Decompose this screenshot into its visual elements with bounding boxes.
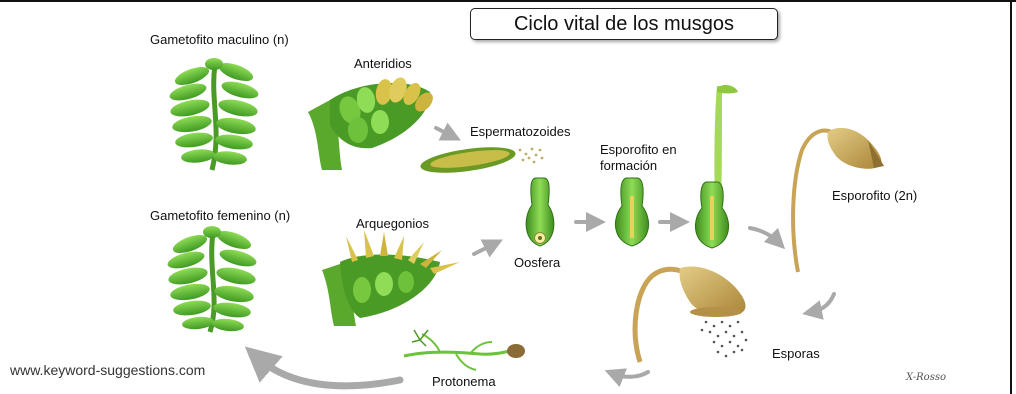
spore-capsule — [635, 266, 747, 362]
sporophyte-forming-2 — [695, 85, 738, 248]
antheridium-with-spermatozoids — [419, 142, 543, 177]
archegonia-illustration — [322, 230, 460, 326]
diagram-title: Ciclo vital de los musgos — [514, 13, 734, 36]
label-spores: Esporas — [772, 346, 820, 361]
label-female-gametophyte: Gametofito femenino (n) — [150, 208, 290, 223]
spores-dots — [701, 321, 748, 358]
female-gametophyte-plant — [166, 226, 258, 333]
diagram-title-box: Ciclo vital de los musgos — [470, 8, 778, 40]
label-sporophyte: Esporofito (2n) — [832, 188, 917, 203]
male-gametophyte-plant — [168, 58, 260, 170]
protonema-illustration — [404, 330, 525, 370]
label-archegonia: Arquegonios — [356, 216, 429, 231]
label-male-gametophyte: Gametofito maculino (n) — [150, 32, 289, 47]
label-spermatozoids: Espermatozoides — [470, 124, 570, 139]
label-sporophyte-forming-1: Esporofito en — [600, 142, 677, 157]
antheridia-illustration — [308, 75, 436, 170]
sporophyte-forming-1 — [615, 178, 648, 246]
label-protonema: Protonema — [432, 374, 496, 389]
label-sporophyte-forming-2: formación — [600, 158, 657, 173]
watermark-text: www.keyword-suggestions.com — [10, 362, 205, 378]
label-oosphere: Oosfera — [514, 255, 560, 270]
oosphere-archegonium — [526, 178, 554, 246]
artist-signature: X-Rosso — [906, 372, 946, 383]
label-antheridia: Anteridios — [354, 56, 412, 71]
